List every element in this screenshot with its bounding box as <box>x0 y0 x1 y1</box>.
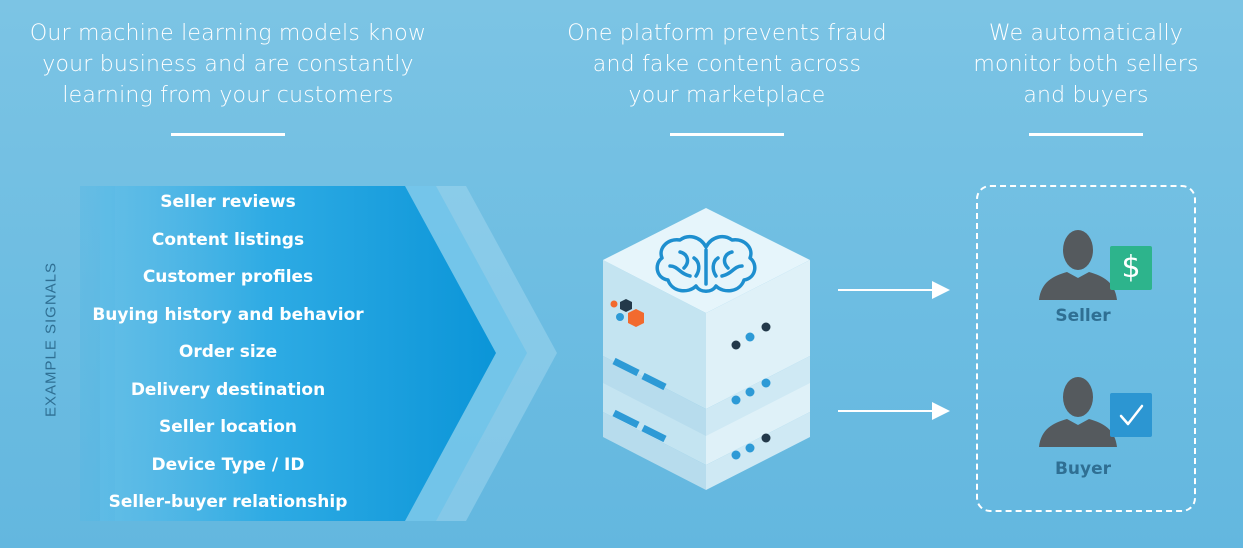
seller-label: Seller <box>1055 306 1111 326</box>
header-line: We automatically <box>988 21 1184 46</box>
brain-icon <box>655 234 757 293</box>
arrow-to-buyer <box>838 402 950 420</box>
monitored-users-box <box>976 185 1196 512</box>
checkmark-icon <box>1119 404 1144 426</box>
hexagon-logo-icon <box>610 299 644 327</box>
header-models: Our machine learning models know your bu… <box>14 18 442 136</box>
checkmark-badge-icon <box>1110 393 1152 437</box>
signal-item: Delivery destination <box>130 379 326 400</box>
dollar-badge-icon: $ <box>1110 246 1152 290</box>
signal-item: Seller location <box>158 417 298 437</box>
header-monitor: We automatically monitor both sellers an… <box>968 18 1204 136</box>
signals-list: Seller reviews Content listings Customer… <box>78 185 378 523</box>
seller-avatar-icon <box>1039 230 1117 300</box>
header-underline <box>171 133 285 136</box>
header-line: and buyers <box>1023 83 1149 108</box>
server-block-middle <box>603 313 810 436</box>
header-platform: One platform prevents fraud and fake con… <box>521 18 933 136</box>
header-underline <box>670 133 784 136</box>
signal-item: Device Type / ID <box>151 454 305 475</box>
buyer-avatar-icon <box>1039 377 1117 447</box>
header-underline <box>1029 133 1143 136</box>
buyer-label: Buyer <box>1054 459 1112 479</box>
signal-item: Order size <box>178 342 278 362</box>
header-line: your business and are constantly <box>42 52 414 77</box>
header-line: your marketplace <box>628 83 826 108</box>
signal-item: Content listings <box>151 229 305 250</box>
header-line: One platform prevents fraud <box>567 21 887 46</box>
signals-chevron-arrow <box>80 186 557 521</box>
signal-item: Seller reviews <box>160 192 296 212</box>
signal-item: Seller-buyer relationship <box>108 492 348 512</box>
header-line: monitor both sellers <box>973 52 1199 77</box>
signal-item: Buying history and behavior <box>92 304 364 325</box>
arrow-to-seller <box>838 281 950 299</box>
header-line: and fake content across <box>592 52 862 77</box>
header-line: learning from your customers <box>62 83 394 108</box>
header-line: Our machine learning models know <box>29 21 427 46</box>
signal-item: Customer profiles <box>142 267 314 287</box>
